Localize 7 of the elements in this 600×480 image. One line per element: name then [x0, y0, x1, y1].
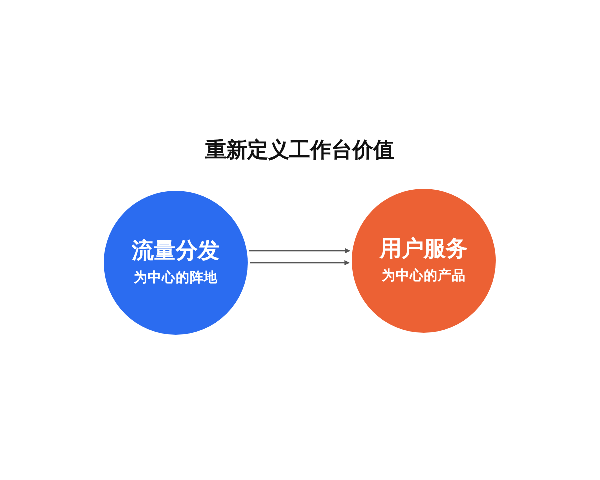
- node-subtitle: 为中心的阵地: [134, 269, 218, 288]
- node-subtitle: 为中心的产品: [382, 267, 466, 286]
- node-heading: 流量分发: [132, 238, 220, 266]
- arrow: [250, 260, 350, 266]
- node-heading: 用户服务: [380, 236, 468, 264]
- title: 重新定义工作台价值: [206, 137, 394, 164]
- arrow: [249, 248, 351, 254]
